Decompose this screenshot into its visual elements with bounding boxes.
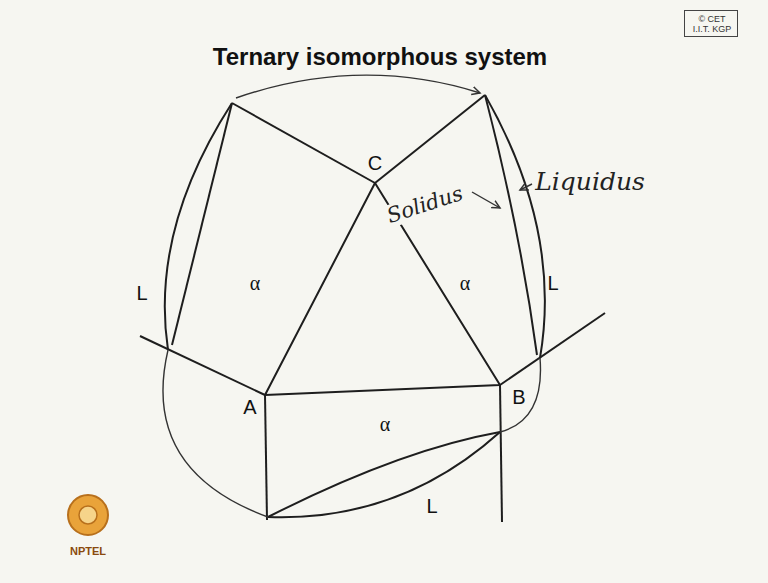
watermark-box: © CET I.I.T. KGP xyxy=(684,10,738,37)
phase-label: α xyxy=(460,272,470,294)
vertex-label: A xyxy=(241,396,258,418)
phase-label: α xyxy=(250,272,260,294)
phase-label: L xyxy=(547,272,558,294)
nptel-logo xyxy=(68,495,108,535)
logo-text: NPTEL xyxy=(70,545,106,557)
watermark-text: © CET I.I.T. KGP xyxy=(689,14,735,35)
diagram-title: Ternary isomorphous system xyxy=(213,43,547,71)
phase-label: L xyxy=(426,495,437,517)
handwritten-label: Liquidus xyxy=(535,168,645,196)
vertex-label: C xyxy=(366,152,384,174)
vertex-label: B xyxy=(510,386,527,408)
phase-label: L xyxy=(136,282,147,304)
phase-label: α xyxy=(380,413,390,435)
handwritten-label: Solidus xyxy=(382,181,467,228)
